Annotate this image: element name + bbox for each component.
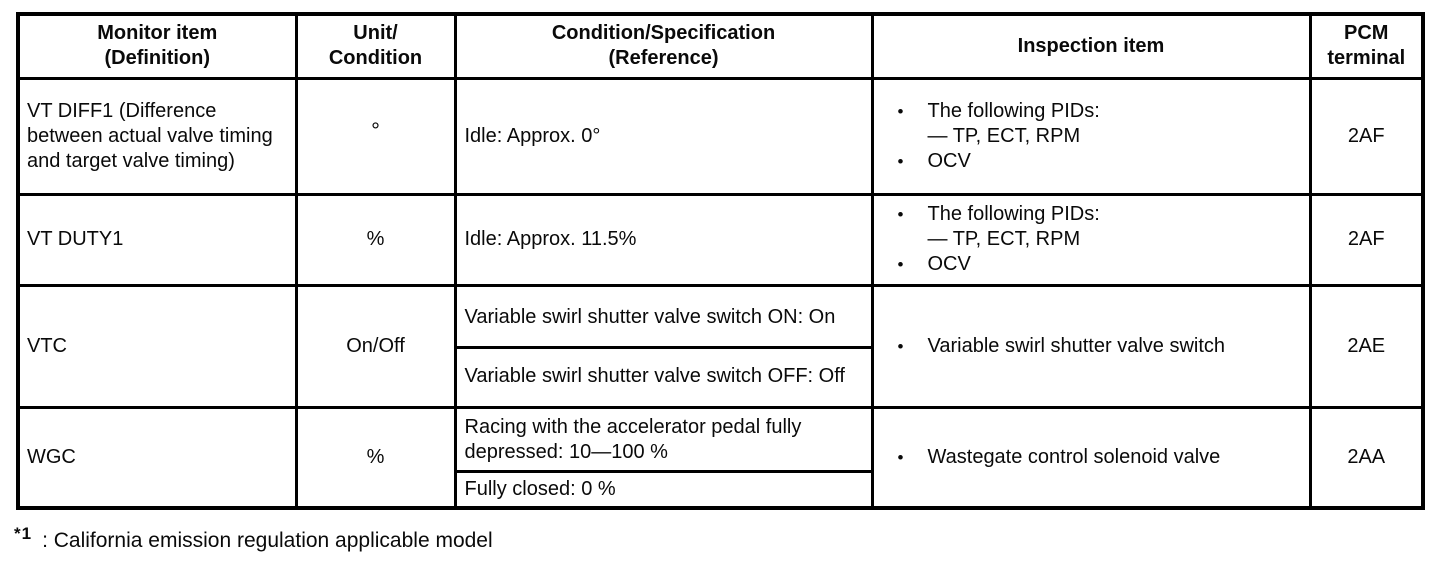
pcm-terminal-cell: 2AF	[1308, 76, 1425, 196]
bullet-icon: •	[897, 101, 904, 121]
inspection-bullet-item: • Wastegate control solenoid valve	[875, 445, 1303, 470]
condition-subcell: Variable swirl shutter valve switch ON: …	[464, 305, 836, 328]
unit-cell: %	[294, 192, 457, 287]
table-row-vt-duty1: VT DUTY1 % Idle: Approx. 11.5% • The fol…	[16, 192, 1425, 287]
table-row-vt-diff1: VT DIFF1 (Difference between actual valv…	[16, 76, 1425, 196]
bullet-icon: •	[897, 255, 904, 274]
col-header-monitor-item: Monitor item (Definition)	[16, 12, 298, 80]
inspection-item-cell: • Wastegate control solenoid valve	[870, 405, 1312, 510]
inspection-text: OCV	[927, 149, 971, 172]
inspection-text: Wastegate control solenoid valve	[927, 445, 1221, 468]
monitor-item-cell: WGC	[16, 405, 298, 510]
inspection-item-cell: • Variable swirl shutter valve switch	[870, 283, 1312, 409]
condition-cell: Racing with the accelerator pedal fully …	[453, 405, 874, 510]
footnote: *1 : California emission regulation appli…	[14, 524, 493, 553]
inspection-item-cell: • The following PIDs: — TP, ECT, RPM • O…	[870, 192, 1312, 287]
bullet-icon: •	[897, 151, 904, 171]
header-row: Monitor item (Definition) Unit/ Conditio…	[16, 12, 1425, 80]
table-row-vtc: VTC On/Off Variable swirl shutter valve …	[16, 283, 1425, 409]
monitor-item-cell: VT DIFF1 (Difference between actual valv…	[16, 76, 298, 196]
footnote-text: : California emission regulation applica…	[42, 529, 493, 552]
unit-value: °	[371, 118, 380, 143]
col-header-unit-condition: Unit/ Condition	[294, 12, 457, 80]
inspection-bullet-item: • Variable swirl shutter valve switch	[875, 334, 1303, 359]
condition-cell: Idle: Approx. 11.5%	[453, 192, 874, 287]
inspection-text: The following PIDs: — TP, ECT, RPM	[927, 203, 1100, 250]
unit-cell: On/Off	[294, 283, 457, 409]
monitor-item-cell: VT DUTY1	[16, 192, 298, 287]
inspection-item-cell: • The following PIDs: — TP, ECT, RPM • O…	[870, 76, 1312, 196]
inspection-bullet-item: • OCV	[875, 252, 1303, 277]
col-header-condition-specification: Condition/Specification (Reference)	[453, 12, 874, 80]
unit-cell: %	[294, 405, 457, 510]
condition-subcell: Racing with the accelerator pedal fully …	[464, 415, 802, 463]
inspection-text: Variable swirl shutter valve switch	[927, 334, 1226, 357]
inspection-text: The following PIDs: — TP, ECT, RPM	[927, 99, 1100, 147]
inspection-bullet-item: • The following PIDs: — TP, ECT, RPM	[875, 202, 1303, 252]
condition-subcell: Fully closed: 0 %	[458, 470, 869, 505]
monitor-item-cell: VTC	[16, 283, 298, 409]
bullet-icon: •	[897, 205, 904, 224]
inspection-bullet-item: • OCV	[875, 149, 1303, 174]
unit-cell: °	[294, 76, 457, 196]
bullet-icon: •	[897, 336, 904, 356]
pcm-monitor-table: Monitor item (Definition) Unit/ Conditio…	[16, 12, 1425, 510]
pcm-terminal-cell: 2AF	[1308, 192, 1425, 287]
table-row-wgc: WGC % Racing with the accelerator pedal …	[16, 405, 1425, 510]
condition-subcell: Variable swirl shutter valve switch OFF:…	[458, 346, 869, 404]
col-header-pcm-terminal: PCM terminal	[1308, 12, 1425, 80]
inspection-text: OCV	[927, 253, 971, 275]
inspection-bullet-item: • The following PIDs: — TP, ECT, RPM	[875, 99, 1303, 149]
footnote-marker: *1	[14, 524, 33, 543]
bullet-icon: •	[897, 447, 904, 467]
condition-cell: Variable swirl shutter valve switch ON: …	[453, 283, 874, 409]
col-header-inspection-item: Inspection item	[870, 12, 1312, 80]
condition-cell: Idle: Approx. 0°	[453, 76, 874, 196]
pcm-terminal-cell: 2AE	[1308, 283, 1425, 409]
pcm-terminal-cell: 2AA	[1308, 405, 1425, 510]
